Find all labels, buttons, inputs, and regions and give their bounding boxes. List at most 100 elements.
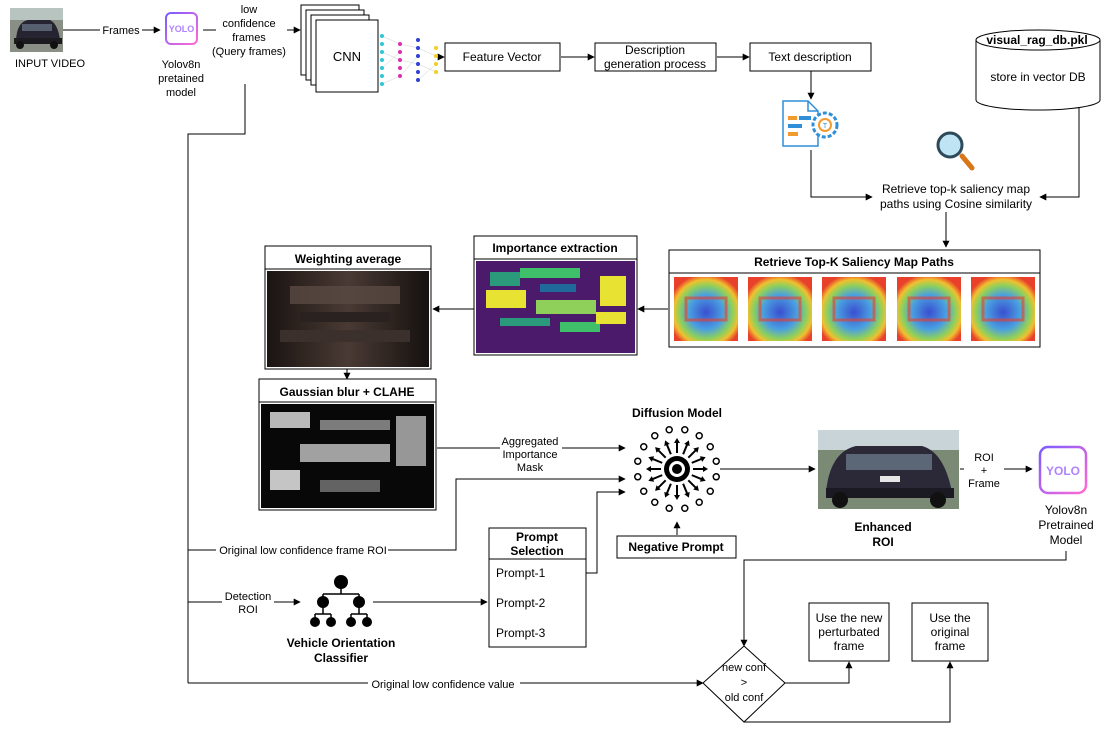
detection-roi-line-2: ROI — [238, 604, 258, 616]
enhanced-roi-image — [818, 430, 959, 509]
retrieve-text-line-1: Retrieve top-k saliency map — [882, 182, 1030, 196]
original-low-conf-value-label: Original low confidence value — [371, 679, 514, 691]
yolo-bottom-logo — [1038, 445, 1088, 495]
retrieve-topk-text: Retrieve top-k saliency map paths using … — [880, 182, 1032, 211]
negative-prompt-node: Negative Prompt — [616, 535, 737, 559]
low-conf-line-4: (Query frames) — [212, 46, 286, 58]
prompt-selection-title-1: Prompt — [516, 530, 558, 544]
prompt-item-3: Prompt-3 — [496, 626, 546, 640]
aggregated-line-3: Mask — [517, 462, 544, 474]
gaussian-clahe-panel: Gaussian blur + CLAHE — [258, 378, 437, 511]
text-description-node: Text description — [749, 42, 872, 72]
prompt-item-2: Prompt-2 — [496, 596, 546, 610]
frames-edge-label: Frames — [102, 25, 140, 37]
detection-roi-label: Detection ROI — [225, 591, 271, 616]
document-gear-icon: T — [782, 100, 839, 147]
feature-vector-node: Feature Vector — [444, 42, 561, 72]
yolo-bottom-label-2: Pretrained — [1038, 518, 1093, 532]
yolo-top-label-1: Yolov8n — [162, 59, 201, 71]
prompt-selection-title-2: Selection — [510, 544, 563, 558]
cnn-box — [315, 19, 379, 93]
use-original-line-3: frame — [935, 639, 966, 653]
yolo-bottom-node: YOLO Yolov8n Pretrained Model — [1038, 445, 1094, 547]
yolo-bottom-logo-text: YOLO — [1046, 464, 1080, 478]
gaussian-title: Gaussian blur + CLAHE — [279, 385, 414, 399]
use-new-line-3: frame — [834, 639, 865, 653]
vector-db-node: visual_rag_db.pkl store in vector DB — [975, 29, 1101, 111]
diffusion-icon — [634, 426, 720, 512]
input-video-node: INPUT VIDEO Frames — [10, 8, 140, 70]
cnn-label: CNN — [333, 49, 361, 64]
saliency-map-4 — [897, 277, 961, 341]
aggregated-mask-label: Aggregated Importance Mask — [502, 436, 559, 474]
cnn-node: CNN — [300, 4, 438, 93]
use-original-line-1: Use the — [929, 611, 971, 625]
orientation-line-2: Classifier — [314, 651, 368, 665]
saliency-panel-title: Retrieve Top-K Saliency Map Paths — [754, 255, 954, 269]
weighting-average-image — [267, 271, 429, 367]
decision-line-1: new conf — [722, 662, 767, 674]
enhanced-line-1: Enhanced — [854, 520, 911, 534]
low-conf-line-1: low — [241, 4, 258, 16]
saliency-map-1 — [674, 277, 738, 341]
yolo-bottom-label-1: Yolov8n — [1045, 503, 1087, 517]
saliency-map-2 — [748, 277, 812, 341]
gaussian-clahe-image — [261, 404, 434, 508]
prompt-selection-node: Prompt Selection Prompt-1 Prompt-2 Promp… — [488, 527, 587, 648]
retrieve-text-line-2: paths using Cosine similarity — [880, 197, 1032, 211]
edges — [63, 23, 1080, 723]
vehicle-orientation-classifier-node: Vehicle Orientation Classifier — [287, 575, 396, 665]
description-gen-line-1: Description — [625, 43, 685, 57]
db-subtitle: store in vector DB — [990, 70, 1085, 84]
decision-line-3: old conf — [725, 692, 764, 704]
diffusion-title: Diffusion Model — [632, 406, 722, 420]
neural-net-icon — [380, 34, 438, 86]
decision-node: new conf > old conf — [702, 645, 786, 723]
low-confidence-frames: low confidence frames (Query frames) — [212, 4, 286, 58]
hierarchy-tree-icon — [310, 575, 372, 627]
enhanced-line-2: ROI — [872, 535, 893, 549]
yolo-bottom-label-3: Model — [1050, 533, 1083, 547]
low-conf-line-3: frames — [232, 32, 266, 44]
yolo-top-label-3: model — [166, 87, 196, 99]
use-new-line-1: Use the new — [816, 611, 883, 625]
input-video-thumbnail — [10, 8, 63, 52]
use-new-line-2: perturbated — [818, 625, 879, 639]
low-conf-line-2: confidence — [222, 18, 275, 30]
roi-frame-line-1: ROI — [974, 452, 994, 464]
detection-roi-line-1: Detection — [225, 591, 271, 603]
use-original-line-2: original — [931, 625, 970, 639]
roi-frame-line-3: Frame — [968, 478, 1000, 490]
svg-text:T: T — [823, 123, 828, 130]
enhanced-roi-node: Enhanced ROI — [818, 430, 959, 549]
orientation-line-1: Vehicle Orientation — [287, 636, 396, 650]
negative-prompt-label: Negative Prompt — [628, 540, 723, 554]
aggregated-line-2: Importance — [502, 449, 557, 461]
saliency-map-3 — [822, 277, 886, 341]
roi-frame-label: ROI + Frame — [968, 452, 1000, 490]
use-original-frame-node: Use the original frame — [911, 602, 989, 662]
db-title: visual_rag_db.pkl — [986, 33, 1087, 47]
search-magnifier-icon — [936, 131, 975, 171]
yolo-top-node: YOLO Yolov8n pretained model — [158, 12, 204, 99]
yolo-top-logo-text: YOLO — [169, 24, 195, 34]
importance-map-image — [476, 261, 635, 353]
original-low-conf-frame-label: Original low confidence frame ROI — [219, 545, 387, 557]
saliency-maps-panel: Retrieve Top-K Saliency Map Paths — [668, 249, 1041, 348]
description-generation-node: Description generation process — [594, 42, 717, 72]
yolo-top-label-2: pretained — [158, 73, 204, 85]
importance-extraction-panel: Importance extraction — [473, 235, 638, 356]
yolo-top-logo — [165, 12, 198, 45]
saliency-map-5 — [971, 277, 1035, 341]
description-gen-line-2: generation process — [604, 57, 706, 71]
aggregated-line-1: Aggregated — [502, 436, 559, 448]
text-description-label: Text description — [768, 50, 851, 64]
saliency-thumbnails — [674, 277, 1035, 341]
importance-title: Importance extraction — [492, 241, 617, 255]
roi-frame-line-2: + — [981, 465, 987, 477]
input-video-label: INPUT VIDEO — [15, 58, 86, 70]
weighting-average-panel: Weighting average — [264, 245, 432, 370]
weighting-title: Weighting average — [295, 252, 402, 266]
use-new-frame-node: Use the new perturbated frame — [808, 602, 890, 662]
